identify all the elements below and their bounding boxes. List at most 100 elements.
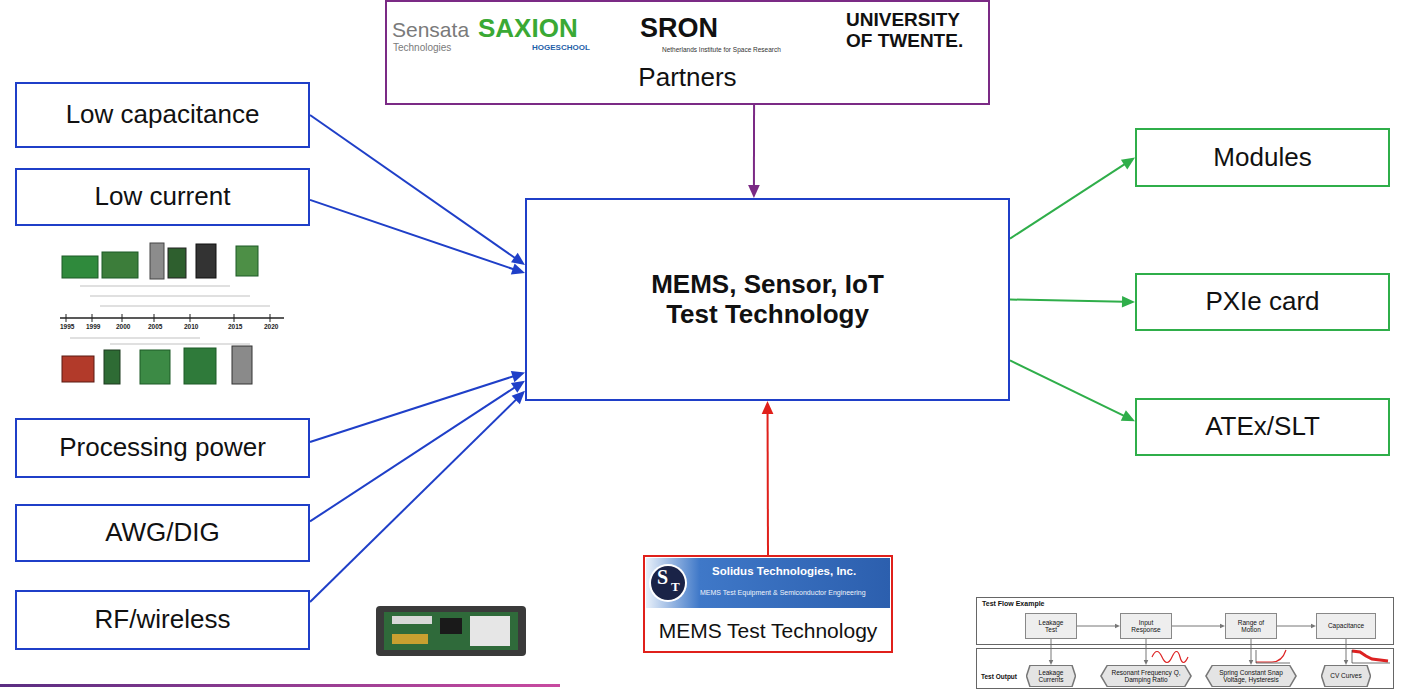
connector-line [1010,163,1126,238]
node-text: Spring Constant Snap Voltage, Hysteresis [1211,669,1291,684]
node-text: PXIe card [1205,287,1319,317]
arrow-head [511,253,525,265]
node-text: Leakage Test [1032,619,1070,634]
arrow-head [1121,158,1135,170]
connector-arrow [1172,624,1225,629]
partner-logo-text: Technologies [393,42,451,53]
partner-logo-text: HOGESCHOOL [532,44,590,53]
connector-arrow [1249,639,1254,665]
node-text: ATEx/SLT [1205,412,1320,442]
arrow-head [1249,660,1254,665]
connector-arrow [1010,360,1135,421]
connector-arrow [1077,624,1120,629]
arrow-head [1121,410,1135,421]
timeline-year: 2020 [264,323,278,330]
connector-line [1051,639,1052,661]
arrow-head [511,371,525,382]
connector-line [310,398,518,602]
node-text: Leakage Currents [1032,669,1070,684]
connector-arrow [1049,639,1054,665]
output-box: PXIe card [1135,273,1390,331]
connector-arrow [310,391,525,602]
test-output-panel: Test Output Leakage Currents Resonant Freq… [976,648,1394,689]
solidus-banner [646,558,890,608]
partner-logo-text: SRON [640,14,718,44]
arrow-head [748,185,760,198]
node-text: Low capacitance [66,100,260,130]
node-text: Test Output [981,673,1017,680]
partner-logo-text: SAXION [478,14,578,43]
connector-line [1277,626,1312,627]
connector-arrow [762,401,774,555]
node-text: AWG/DIG [105,518,220,548]
timeline-year: 1995 [60,323,74,330]
central-box: MEMS, Sensor, IoT Test Technology [525,198,1010,401]
arrow-head [511,381,525,393]
node-text: RF/wireless [95,605,231,635]
connector-arrow [1277,624,1316,629]
output-box: ATEx/SLT [1135,398,1390,456]
arrow-head [1344,660,1349,665]
input-box: Low current [15,168,310,226]
output-box: Modules [1135,128,1390,187]
connector-arrow [1344,639,1349,665]
connector-line [1346,639,1347,661]
test-output-charts [1152,650,1390,663]
test-step-box: Capacitance [1316,613,1376,639]
connector-arrow [748,105,760,198]
company-tagline: MEMS Test Equipment & Semiconductor Engi… [700,589,866,597]
connector-arrow [310,115,525,265]
connector-line [753,105,755,188]
input-box: RF/wireless [15,590,310,650]
connector-line [1146,639,1147,661]
node-text: Partners [638,63,736,93]
connector-line [1251,639,1252,661]
connector-arrow [310,200,525,275]
connector-arrow [1144,639,1149,665]
node-text: Input Response [1127,619,1165,634]
connector-line [1077,626,1116,627]
node-text: Range of Motion [1232,619,1270,634]
node-text: Test Flow Example [982,600,1045,608]
connector-arrow [1010,296,1135,308]
footer-rule [0,684,560,687]
connector-arrow [1010,158,1135,239]
test-step-box: Leakage Test [1025,613,1077,639]
connector-line [1010,300,1125,302]
arrow-head [511,263,525,274]
connector-line [1172,626,1221,627]
connector-line [767,411,769,555]
logo-letter: T [671,580,680,594]
input-box: Processing power [15,418,310,478]
node-text: Low current [95,182,231,212]
connector-line [310,115,516,259]
arrow-head [1049,660,1054,665]
output-hexagon: Resonant Frequency Q, Damping Ratio [1100,665,1192,687]
partner-logo-text: UNIVERSITY OF TWENTE. [846,10,986,52]
input-box: Low capacitance [15,82,310,148]
timeline-year: 2005 [148,323,162,330]
connector-arrow [310,381,525,522]
node-text: MEMS, Sensor, IoT Test Technology [633,270,903,330]
connector-line [1010,360,1126,416]
output-hexagon: Leakage Currents [1026,665,1076,687]
output-hexagon: Spring Constant Snap Voltage, Hysteresis [1205,665,1297,687]
timeline-year: 1999 [86,323,100,330]
node-text: Processing power [59,433,266,463]
input-box: AWG/DIG [15,504,310,562]
node-text: Capacitance [1328,622,1364,629]
timeline-year: 2000 [116,323,130,330]
node-text: Modules [1213,143,1311,173]
logo-letter: S [657,566,668,588]
arrow-head [1122,296,1135,308]
company-name: Solidus Technologies, Inc. [712,565,856,578]
node-text: CV Curves [1330,672,1361,679]
timeline-year: 2015 [228,323,242,330]
output-hexagon: CV Curves [1321,665,1371,687]
board-photo [376,606,526,656]
test-flow-panel: Test Flow ExampleLeakage Test Input Respo… [976,597,1394,645]
partner-logo-text: Sensata [392,18,469,41]
card-timeline-picture [60,243,284,384]
arrow-head [1144,660,1149,665]
